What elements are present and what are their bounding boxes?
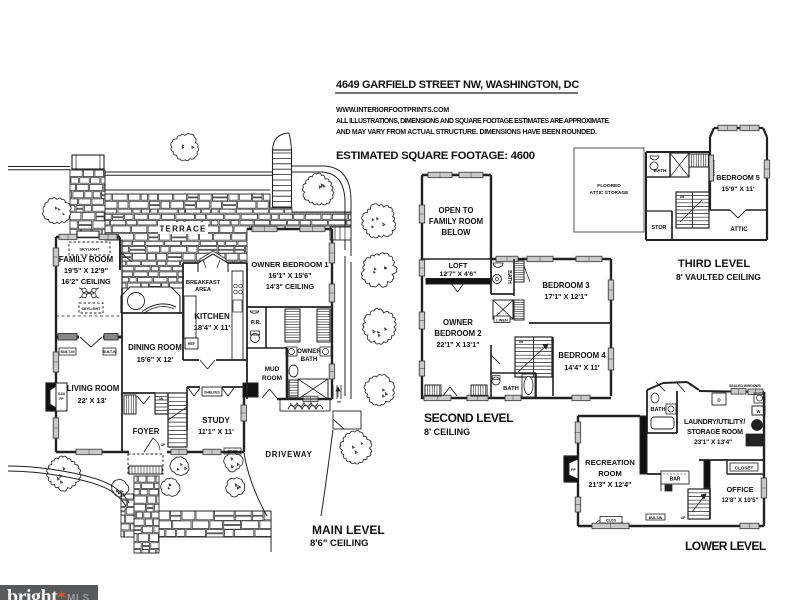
svg-text:15'6" X 12': 15'6" X 12' xyxy=(137,355,174,364)
svg-text:BEDROOM 5: BEDROOM 5 xyxy=(716,173,760,182)
svg-text:OWNER: OWNER xyxy=(297,348,321,355)
svg-text:DRIVEWAY: DRIVEWAY xyxy=(265,450,312,459)
svg-text:15'9" X 11': 15'9" X 11' xyxy=(721,186,755,193)
svg-text:OPEN TO: OPEN TO xyxy=(439,206,474,215)
svg-text:SEALED WINDOWS: SEALED WINDOWS xyxy=(729,384,762,388)
svg-text:REF: REF xyxy=(188,342,196,346)
svg-text:W: W xyxy=(757,409,761,414)
svg-text:FP: FP xyxy=(59,397,64,401)
svg-text:21'3" X 12'4": 21'3" X 12'4" xyxy=(588,480,631,489)
svg-text:FOYER: FOYER xyxy=(133,427,160,436)
svg-text:DINING ROOM: DINING ROOM xyxy=(128,343,182,352)
svg-text:DESK: DESK xyxy=(228,450,238,454)
svg-text:BUILT-IN: BUILT-IN xyxy=(103,350,117,354)
svg-text:WWW.INTERIORFOOTPRINTS.COM: WWW.INTERIORFOOTPRINTS.COM xyxy=(336,107,449,114)
svg-text:OWNER: OWNER xyxy=(443,318,473,327)
svg-text:UP: UP xyxy=(161,443,166,447)
svg-text:SECOND LEVEL: SECOND LEVEL xyxy=(424,411,513,425)
svg-text:14'3" CEILING: 14'3" CEILING xyxy=(266,282,315,291)
svg-text:D: D xyxy=(717,398,721,403)
svg-text:CLOSET: CLOSET xyxy=(735,465,754,470)
svg-text:22' X 13': 22' X 13' xyxy=(78,396,107,405)
svg-text:FAMILY ROOM: FAMILY ROOM xyxy=(429,217,483,226)
svg-text:12'7" X 4'6": 12'7" X 4'6" xyxy=(440,271,477,278)
svg-text:BEDROOM 2: BEDROOM 2 xyxy=(434,329,482,338)
svg-text:OWNER BEDROOM 1: OWNER BEDROOM 1 xyxy=(251,260,329,269)
svg-text:BELOW: BELOW xyxy=(441,228,471,237)
svg-text:LIVING ROOM: LIVING ROOM xyxy=(67,384,119,393)
svg-text:RECREATION: RECREATION xyxy=(585,458,635,467)
svg-text:18'4" X 11': 18'4" X 11' xyxy=(194,323,230,332)
svg-text:ESTIMATED SQUARE FOOTAGE: 4600: ESTIMATED SQUARE FOOTAGE: 4600 xyxy=(336,150,535,162)
svg-text:23'1" X 13'4": 23'1" X 13'4" xyxy=(694,439,732,446)
svg-text:bright: bright xyxy=(7,586,58,600)
svg-text:BATH: BATH xyxy=(650,407,665,413)
svg-text:LINEN: LINEN xyxy=(496,318,508,322)
svg-text:8' CEILING: 8' CEILING xyxy=(424,427,470,437)
svg-text:DN: DN xyxy=(680,195,685,199)
svg-text:UP: UP xyxy=(681,516,686,520)
svg-text:14'4" X 11': 14'4" X 11' xyxy=(564,363,599,372)
svg-text:STUDY: STUDY xyxy=(202,416,230,425)
svg-text:DN: DN xyxy=(159,397,164,401)
svg-text:AREA: AREA xyxy=(195,287,211,293)
svg-text:BATH: BATH xyxy=(503,386,519,392)
svg-text:OFFICE: OFFICE xyxy=(726,485,753,494)
svg-text:GAS: GAS xyxy=(58,392,66,396)
svg-text:BATH: BATH xyxy=(654,168,668,174)
svg-text:SHELVES: SHELVES xyxy=(204,391,220,395)
svg-text:CLOS: CLOS xyxy=(606,519,617,523)
svg-text:FP: FP xyxy=(571,468,576,472)
svg-text:ATTIC: ATTIC xyxy=(730,227,748,233)
svg-text:MUD: MUD xyxy=(265,366,280,373)
svg-text:19'5" X 12'9": 19'5" X 12'9" xyxy=(64,266,109,275)
svg-text:KITCHEN: KITCHEN xyxy=(194,312,230,321)
svg-text:THIRD LEVEL: THIRD LEVEL xyxy=(678,258,750,270)
svg-text:16'1" X 15'6": 16'1" X 15'6" xyxy=(268,271,311,280)
svg-text:11'1" X 11': 11'1" X 11' xyxy=(198,427,234,436)
svg-text:BUILT-IN: BUILT-IN xyxy=(649,516,663,520)
svg-text:SKYLIGHT: SKYLIGHT xyxy=(79,247,100,252)
svg-text:LAUNDRY/UTILITY/: LAUNDRY/UTILITY/ xyxy=(684,419,745,426)
svg-text:TERRACE: TERRACE xyxy=(159,225,206,234)
svg-text:MLS: MLS xyxy=(67,593,90,600)
svg-text:BAR: BAR xyxy=(670,477,681,483)
svg-text:P.R.: P.R. xyxy=(251,320,262,326)
svg-text:ROOM: ROOM xyxy=(262,375,282,382)
svg-text:16'2" CEILING: 16'2" CEILING xyxy=(61,277,111,286)
svg-text:✶: ✶ xyxy=(57,590,66,600)
svg-text:LOWER LEVEL: LOWER LEVEL xyxy=(685,539,766,553)
svg-text:AND MAY VARY FROM ACTUAL STRUC: AND MAY VARY FROM ACTUAL STRUCTURE. DIME… xyxy=(336,129,597,136)
svg-text:ALL ILLUSTRATIONS, DIMENSIONS: ALL ILLUSTRATIONS, DIMENSIONS AND SQUARE… xyxy=(336,118,609,125)
svg-text:MAIN LEVEL: MAIN LEVEL xyxy=(312,523,385,537)
svg-text:STOR: STOR xyxy=(652,225,667,231)
svg-text:UP: UP xyxy=(337,400,341,404)
svg-text:STORAGE ROOM: STORAGE ROOM xyxy=(687,429,743,436)
svg-text:BATH: BATH xyxy=(506,270,512,284)
svg-text:ROOM: ROOM xyxy=(598,469,622,478)
svg-text:22'1" X 13'1": 22'1" X 13'1" xyxy=(436,340,479,349)
svg-text:BREAKFAST: BREAKFAST xyxy=(186,280,221,286)
svg-text:8'6" CEILING: 8'6" CEILING xyxy=(310,538,369,549)
svg-text:DN: DN xyxy=(519,340,524,344)
svg-text:ATTIC STORAGE: ATTIC STORAGE xyxy=(590,190,630,196)
svg-text:12'8" X 10'5": 12'8" X 10'5" xyxy=(721,497,758,504)
svg-text:8' VAULTED CEILING: 8' VAULTED CEILING xyxy=(676,272,761,282)
svg-text:BUILT-IN: BUILT-IN xyxy=(60,350,75,354)
svg-text:BATH: BATH xyxy=(301,356,318,363)
svg-text:17'1" X 12'1": 17'1" X 12'1" xyxy=(544,292,587,301)
svg-text:BEDROOM 3: BEDROOM 3 xyxy=(542,281,590,290)
svg-text:BEDROOM 4: BEDROOM 4 xyxy=(558,351,606,360)
svg-text:FLOORED: FLOORED xyxy=(597,183,621,189)
svg-text:LOFT: LOFT xyxy=(449,261,468,270)
svg-text:4649 GARFIELD STREET NW, WASHI: 4649 GARFIELD STREET NW, WASHINGTON, DC xyxy=(336,79,579,91)
svg-text:FAMILY ROOM: FAMILY ROOM xyxy=(59,255,113,264)
svg-text:SKYLIGHT: SKYLIGHT xyxy=(81,307,101,311)
